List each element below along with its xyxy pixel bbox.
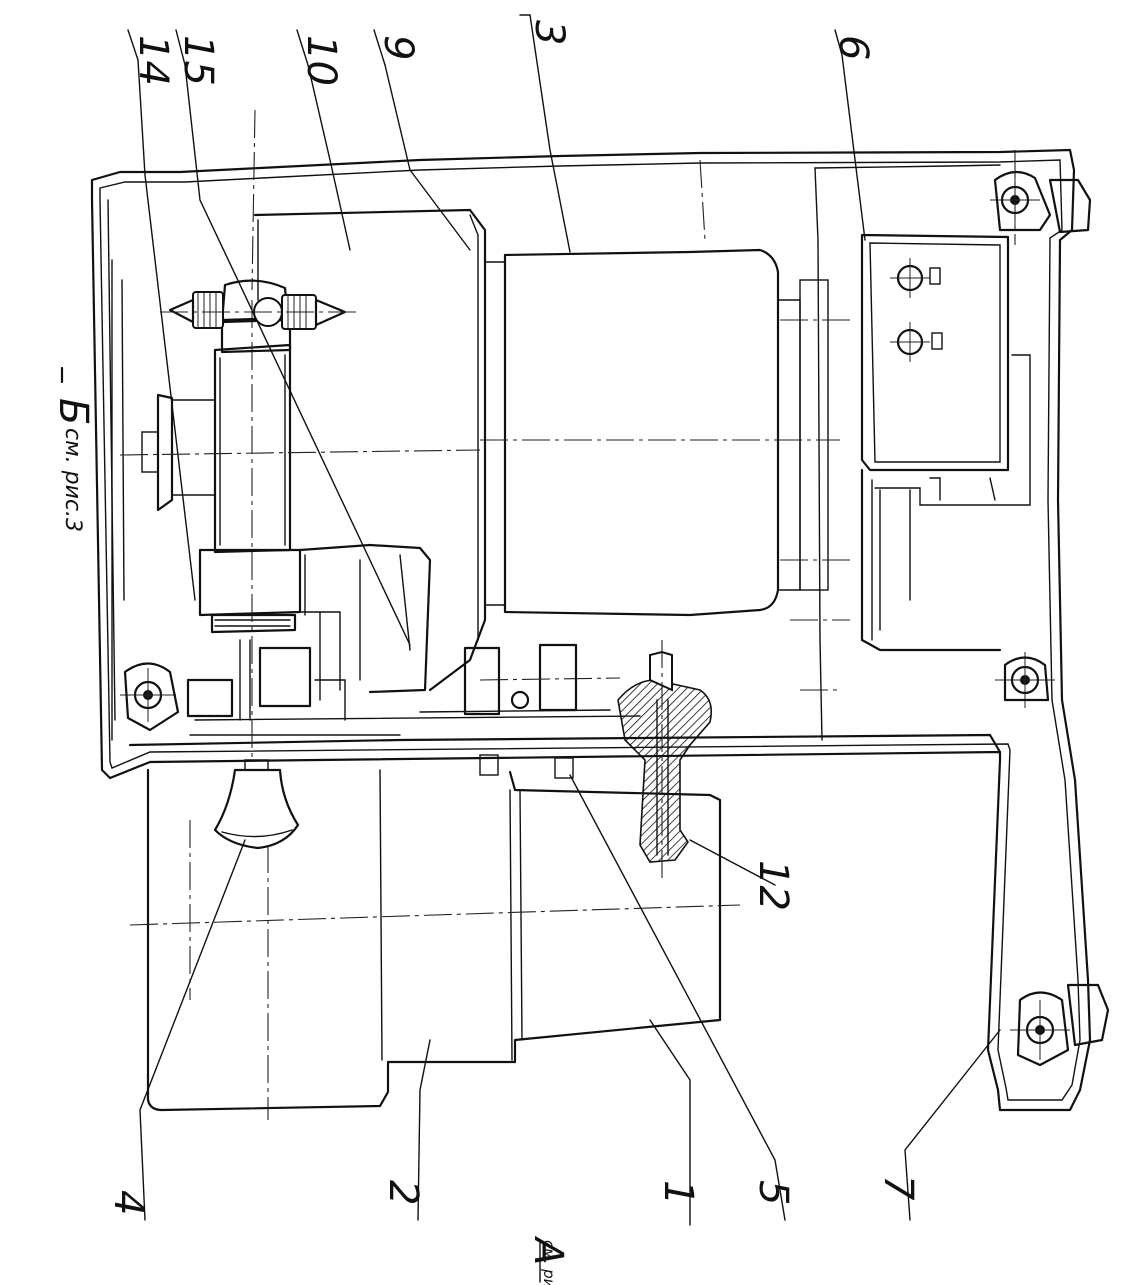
leader-lines [127, 14, 1001, 1226]
callout-7: 7 [875, 1175, 921, 1201]
callout-5: 5 [750, 1180, 796, 1205]
callout-4: 4 [105, 1190, 151, 1215]
view-b-reference: Б см. рис.3 [50, 366, 96, 532]
callout-labels: 14 15 10 9 3 6 12 4 2 1 5 7 [105, 20, 921, 1215]
part-3-motor [480, 248, 850, 617]
lower-block [129, 768, 741, 1120]
callout-12: 12 [750, 860, 796, 911]
standoffs [463, 643, 621, 779]
callout-9: 9 [375, 35, 421, 60]
callout-3: 3 [526, 20, 572, 45]
callout-15: 15 [175, 35, 221, 86]
part-10-block [253, 208, 487, 692]
part-6-box [860, 233, 1031, 652]
center-lines [251, 109, 1016, 691]
view-a-letter: А [525, 1235, 571, 1265]
view-b-letter: Б [50, 398, 96, 425]
view-a-reference: А см. рис.2 [525, 1235, 571, 1285]
callout-2: 2 [380, 1180, 426, 1205]
part-12-nozzle [617, 640, 713, 880]
view-a-ref: см. рис.2 [540, 1240, 558, 1285]
view-b-ref: см. рис.3 [60, 428, 85, 532]
callout-1: 1 [655, 1180, 701, 1205]
callout-6: 6 [830, 35, 876, 60]
part-4-knob [213, 759, 300, 850]
shaft-assembly [119, 279, 481, 760]
callout-14: 14 [130, 35, 176, 86]
callout-10: 10 [298, 35, 344, 86]
